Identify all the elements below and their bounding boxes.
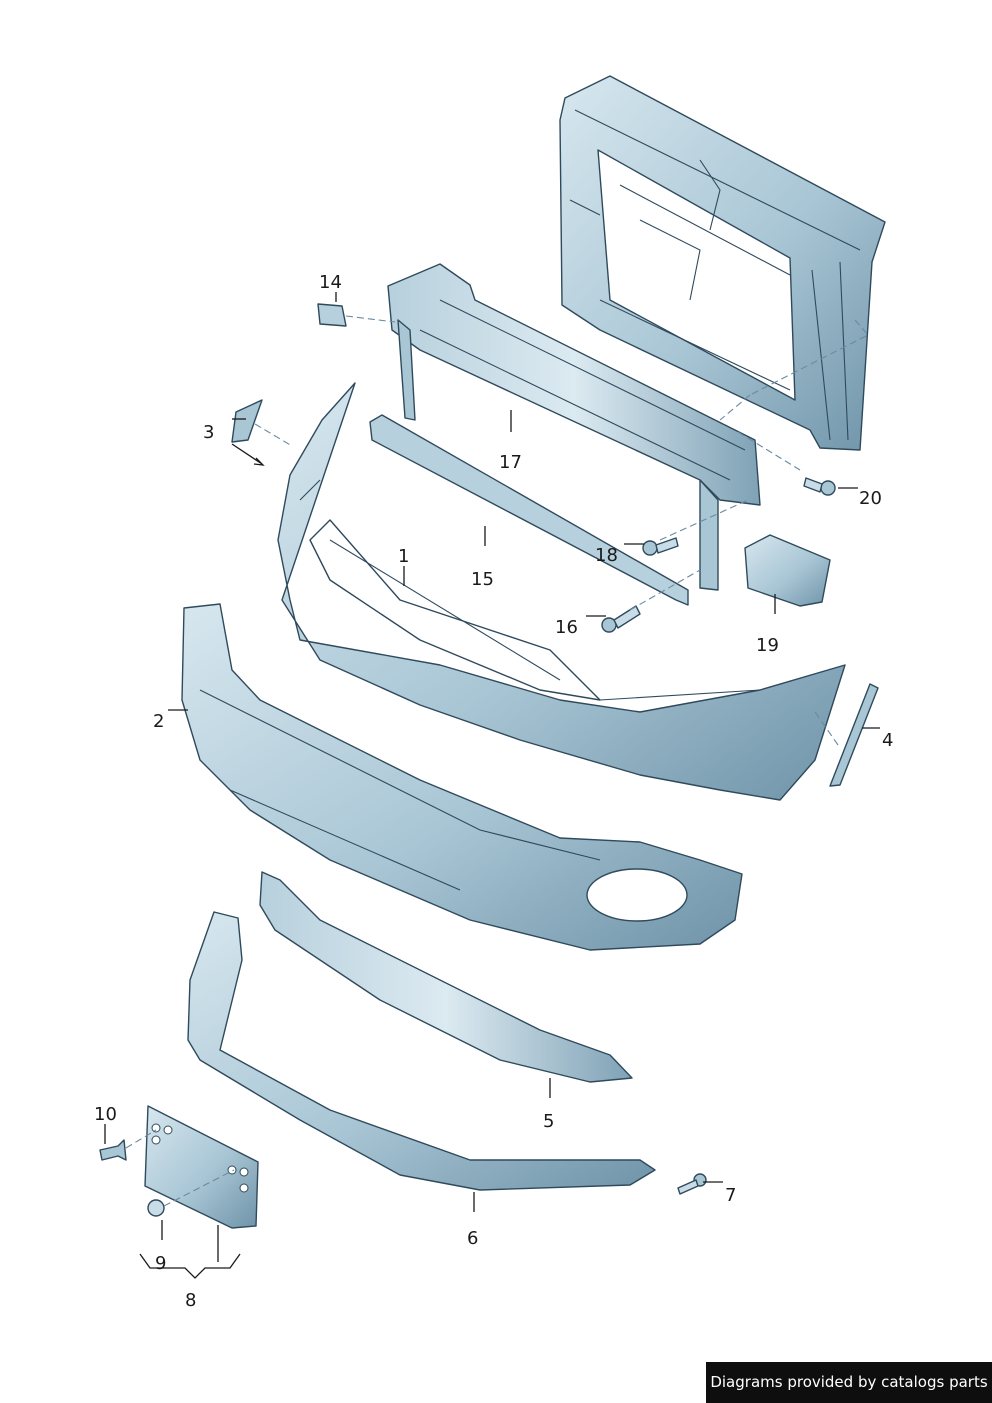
callout-8: 8	[185, 1290, 196, 1311]
callout-14: 14	[319, 272, 342, 293]
callout-15: 15	[471, 569, 494, 590]
callout-19: 19	[756, 635, 779, 656]
callout-2: 2	[153, 711, 164, 732]
callout-9: 9	[155, 1253, 166, 1274]
upper-bumper-cover	[277, 382, 846, 801]
callout-17: 17	[499, 452, 522, 473]
foam-pad	[317, 303, 347, 327]
leader-lines	[104, 292, 880, 1279]
callout-20: 20	[859, 488, 882, 509]
plate-holes	[151, 1123, 249, 1193]
callout-3: 3	[203, 422, 214, 443]
callout-7: 7	[725, 1185, 736, 1206]
callout-10: 10	[94, 1104, 117, 1125]
bolt-18	[642, 537, 679, 556]
assembly-lines	[125, 315, 869, 1207]
license-plate-holder	[144, 1105, 259, 1229]
credit-banner: Diagrams provided by catalogs parts	[706, 1362, 992, 1403]
lower-bumper-cover	[181, 603, 743, 951]
screw-20	[803, 477, 836, 496]
cover-cap	[744, 534, 831, 607]
arrow-3	[231, 443, 265, 466]
callout-5: 5	[543, 1111, 554, 1132]
left-guide-bracket	[231, 399, 263, 443]
rivet-10	[99, 1139, 127, 1161]
callout-16: 16	[555, 617, 578, 638]
callout-labels: 14 3 17 20 18 1 15 16 19 2 4 5 10 7 6 9 …	[94, 272, 893, 1311]
callout-4: 4	[882, 730, 893, 751]
screw-9	[147, 1199, 165, 1217]
front-end-carrier	[559, 75, 886, 451]
callout-1: 1	[398, 546, 409, 567]
screw-16	[601, 605, 641, 633]
front-spoiler	[187, 911, 656, 1191]
impact-bar	[387, 263, 761, 591]
callout-6: 6	[467, 1228, 478, 1249]
screw-7	[677, 1173, 707, 1195]
bumper-absorber	[369, 414, 689, 606]
lower-trim-strip	[259, 871, 633, 1083]
right-guide-bracket	[829, 683, 879, 787]
callout-18: 18	[595, 545, 618, 566]
